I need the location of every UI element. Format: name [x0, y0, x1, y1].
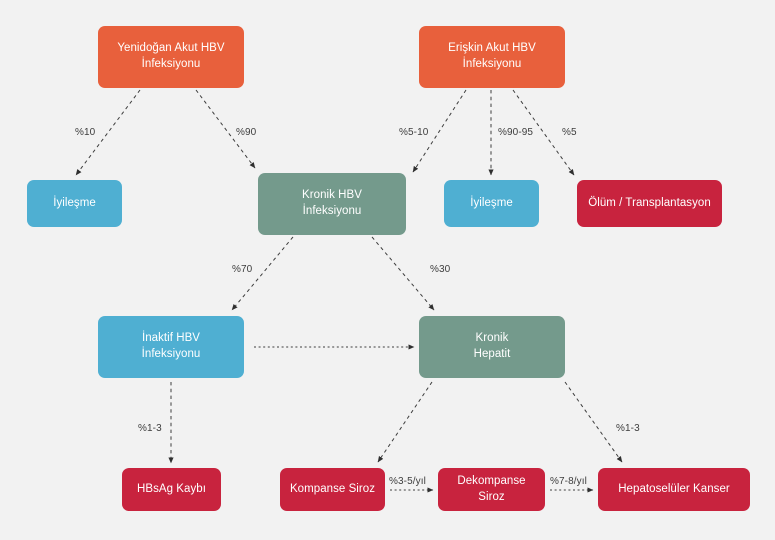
node-kronik-hbv[interactable]: Kronik HBV İnfeksiyonu	[258, 173, 406, 235]
edge-kronik-hepatit-to-hepatoseluler-kanser	[564, 381, 623, 463]
edge-label-e13: %7-8/yıl	[550, 476, 587, 487]
edge-label-e5: %5	[562, 127, 577, 138]
edge-label-e12: %3-5/yıl	[389, 476, 426, 487]
edge-label-e9: %1-3	[138, 423, 162, 434]
node-iyilesme-eriskin[interactable]: İyileşme	[444, 180, 539, 227]
node-eriskin-akut-hbv[interactable]: Erişkin Akut HBV İnfeksiyonu	[419, 26, 565, 88]
node-olum-transplantasyon[interactable]: Ölüm / Transplantasyon	[577, 180, 722, 227]
node-kompanse-siroz[interactable]: Kompanse Siroz	[280, 468, 385, 511]
edge-label-e4: %90-95	[498, 127, 534, 138]
edge-label-e3: %5-10	[399, 127, 429, 138]
node-iyilesme-yenidogan[interactable]: İyileşme	[27, 180, 122, 227]
edge-kronik-hbv-to-kronik-hepatit	[371, 236, 435, 311]
node-yenidogan-akut-hbv[interactable]: Yenidoğan Akut HBV İnfeksiyonu	[98, 26, 244, 88]
node-dekompanse-siroz[interactable]: Dekompanse Siroz	[438, 468, 545, 511]
node-kronik-hepatit[interactable]: Kronik Hepatit	[419, 316, 565, 378]
edge-label-e11: %1-3	[616, 423, 640, 434]
node-hbsag-kaybi[interactable]: HBsAg Kaybı	[122, 468, 221, 511]
node-hepatoseluler-kanser[interactable]: Hepatoselüler Kanser	[598, 468, 750, 511]
edge-label-e6: %70	[232, 264, 253, 275]
edge-kronik-hepatit-to-kompanse-siroz	[377, 381, 433, 463]
edge-label-e2: %90	[236, 127, 257, 138]
edge-label-e7: %30	[430, 264, 451, 275]
node-inaktif-hbv[interactable]: İnaktif HBV İnfeksiyonu	[98, 316, 244, 378]
edge-label-e1: %10	[75, 127, 96, 138]
